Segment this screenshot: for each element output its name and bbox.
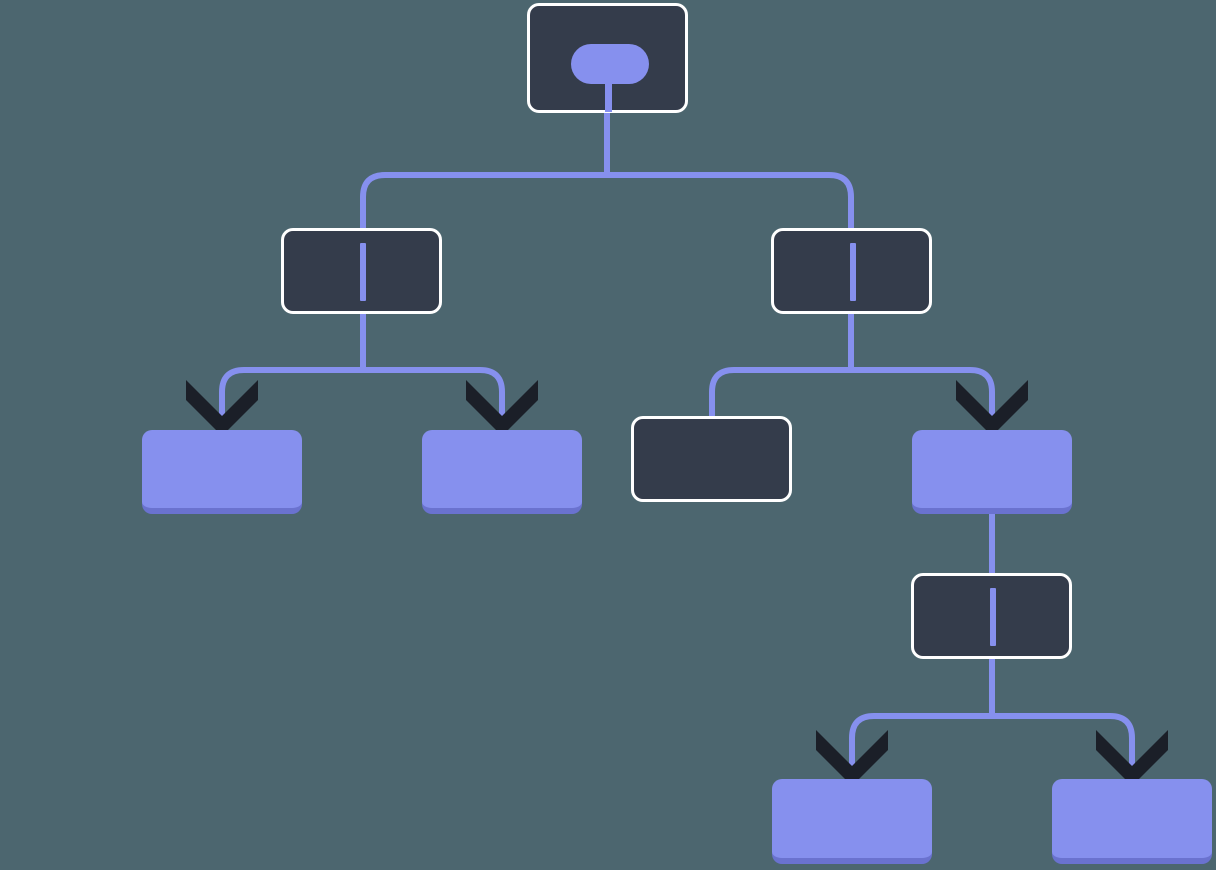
edge-mid-left-leaf-1 [219, 313, 366, 436]
edge-deep-mid-leaf-5 [849, 659, 995, 785]
node-root[interactable] [527, 3, 688, 113]
edges-group [219, 112, 1135, 785]
mid-right-line-glyph [850, 243, 856, 301]
node-mid-left[interactable] [281, 228, 442, 314]
edge-root-mid-right [604, 112, 854, 230]
deep-mid-line-glyph [990, 588, 996, 646]
root-stem-glyph [605, 76, 612, 112]
node-leaf-1[interactable] [142, 430, 302, 512]
node-leaf-6[interactable] [1052, 779, 1212, 862]
edge-root-mid-left [360, 112, 610, 230]
edge-mid-right-leaf-4 [848, 313, 995, 436]
edge-deep-mid-leaf-6 [989, 659, 1135, 785]
edge-mid-right-leaf-dark-3 [709, 313, 854, 418]
node-leaf-2[interactable] [422, 430, 582, 512]
edge-mid-left-leaf-2 [360, 313, 505, 436]
node-deep-mid[interactable] [911, 573, 1072, 659]
node-leaf-5[interactable] [772, 779, 932, 862]
node-leaf-dark-3[interactable] [631, 416, 792, 502]
node-leaf-4[interactable] [912, 430, 1072, 512]
mid-left-line-glyph [360, 243, 366, 301]
node-mid-right[interactable] [771, 228, 932, 314]
